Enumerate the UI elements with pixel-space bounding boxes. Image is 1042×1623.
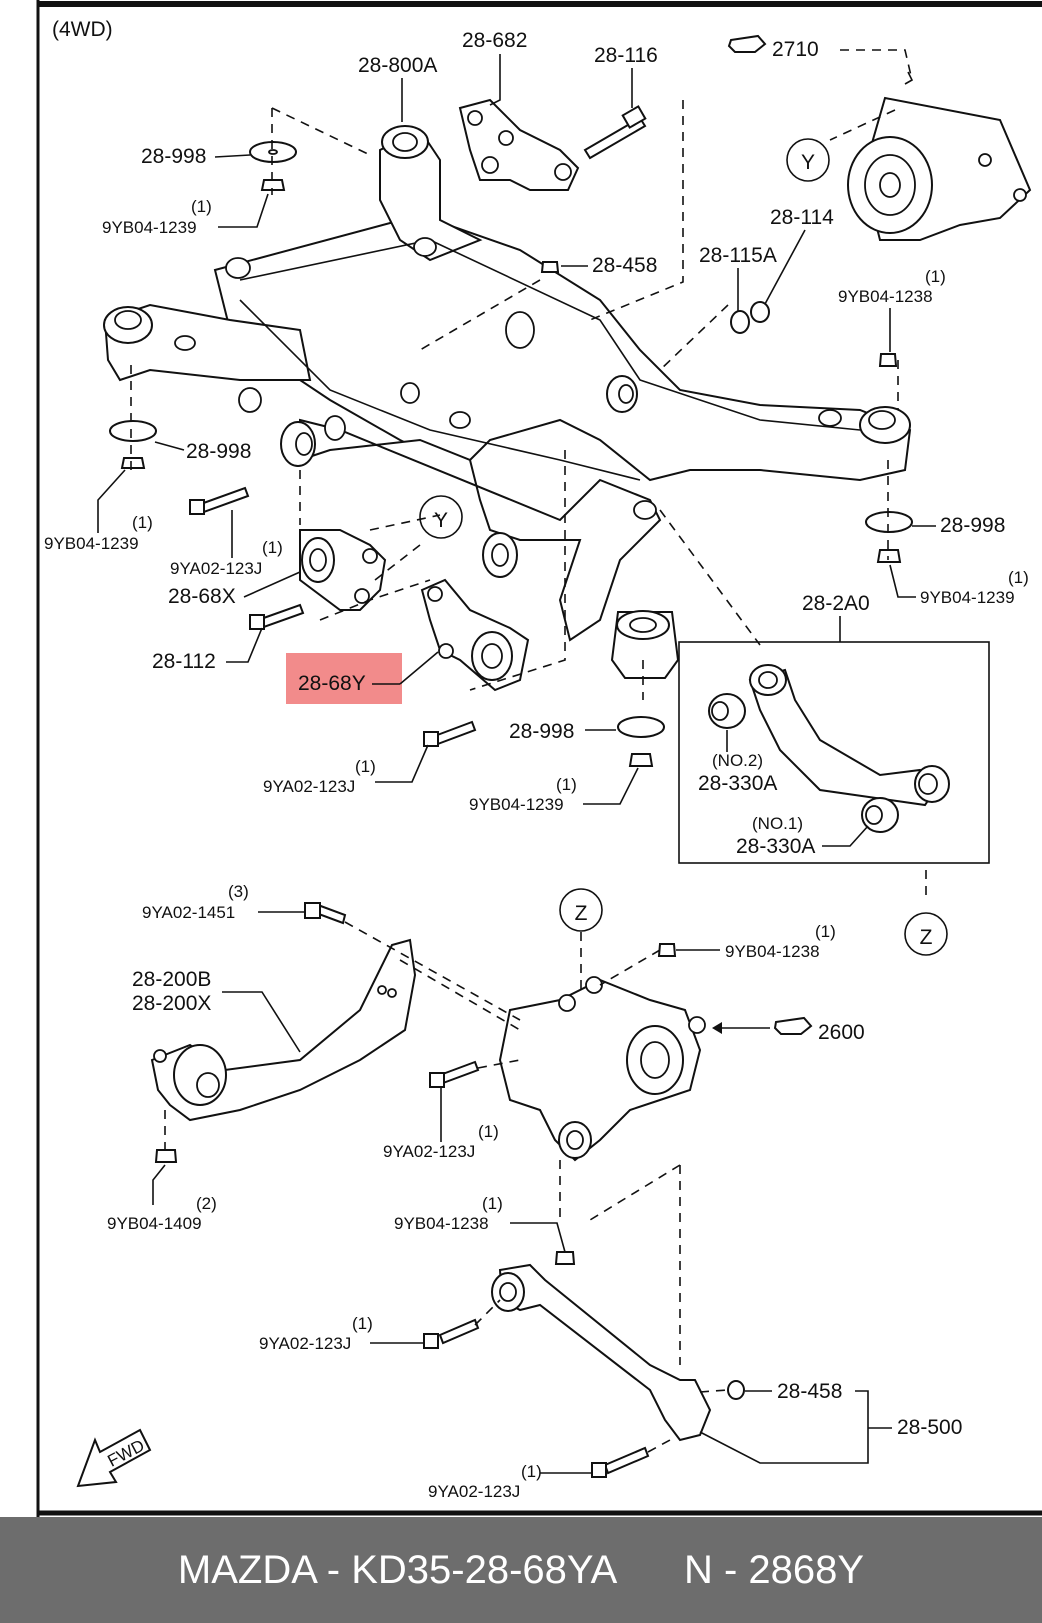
footer-n-code: N - 2868Y (684, 1547, 865, 1592)
pointing-hand-icon (727, 34, 767, 53)
qty-1-l: (1) (521, 1462, 542, 1481)
label-28-998-d: 28-998 (940, 514, 1005, 537)
washers-and-nuts (109, 141, 913, 767)
qty-1-d: (1) (262, 538, 283, 557)
label-28-682: 28-682 (462, 29, 527, 52)
label-28-998-a: 28-998 (141, 145, 206, 168)
label-28-68X: 28-68X (168, 585, 236, 608)
footer-part-number: MAZDA - KD35-28-68YA (177, 1547, 618, 1592)
label-9YB04-1409: 9YB04-1409 (107, 1214, 202, 1233)
ref-2600: 2600 (818, 1021, 865, 1044)
lower-arm-28-500 (491, 1263, 712, 1442)
label-28-116: 28-116 (594, 44, 658, 67)
qty-3: (3) (228, 882, 249, 901)
highlight-28-68Y (286, 653, 402, 704)
bracket-28-68Y (420, 578, 530, 692)
mount-bushing-lower (610, 610, 680, 679)
label-28-2A0: 28-2A0 (802, 592, 870, 615)
label-no1: (NO.1) (752, 814, 803, 833)
bushing-28-330A-no2 (708, 693, 746, 729)
qty-1-i: (1) (478, 1122, 499, 1141)
label-9YB04-1239-b: 9YB04-1239 (44, 534, 139, 553)
qty-1-j: (1) (482, 1194, 503, 1213)
qty-1-a: (1) (191, 197, 212, 216)
pointing-hand-icon (773, 1016, 813, 1035)
upper-dashed-leaders (130, 49, 913, 700)
label-28-998-c: 28-998 (509, 720, 574, 743)
fwd-arrow-icon: FWD (76, 1428, 152, 1488)
footer-bar: MAZDA - KD35-28-68YA N - 2868Y (0, 1517, 1042, 1623)
label-9YB04-1238-a: 9YB04-1238 (838, 287, 933, 306)
svg-text:Y: Y (801, 151, 815, 174)
bracket-28-682 (458, 98, 580, 191)
qty-1-g: (1) (556, 775, 577, 794)
parts-diagram: (4WD) (36, 0, 1042, 1517)
qty-1-e: (1) (355, 757, 376, 776)
variant-label: (4WD) (52, 18, 113, 41)
upper-arm-box (678, 641, 990, 864)
label-9YB04-1239-a: 9YB04-1239 (102, 218, 197, 237)
qty-1-b: (1) (925, 267, 946, 286)
bushing-28-330A-no1 (861, 797, 899, 833)
label-9YA02-123J-a: 9YA02-123J (170, 559, 262, 578)
label-28-112: 28-112 (152, 650, 216, 673)
svg-text:Z: Z (920, 926, 933, 949)
svg-text:Z: Z (575, 902, 588, 925)
differential-mount (847, 96, 1032, 241)
label-9YA02-123J-c: 9YA02-123J (383, 1142, 475, 1161)
label-28-200X: 28-200X (132, 992, 211, 1015)
label-28-458-b: 28-458 (777, 1380, 842, 1403)
label-28-458-a: 28-458 (592, 254, 657, 277)
ref-2710: 2710 (772, 38, 819, 61)
qty-1-c: (1) (132, 513, 153, 532)
footer-gap (617, 1548, 684, 1593)
label-28-200B: 28-200B (132, 968, 211, 991)
trailing-link-28-200B (150, 938, 417, 1122)
label-9YB04-1238-c: 9YB04-1238 (394, 1214, 489, 1233)
bolt-28-116 (583, 105, 647, 160)
rear-knuckle (498, 976, 706, 1162)
label-9YB04-1238-b: 9YB04-1238 (725, 942, 820, 961)
upper-arm-28-2A0 (748, 664, 950, 807)
label-no2: (NO.2) (712, 751, 763, 770)
label-28-114: 28-114 (770, 206, 834, 229)
label-28-500: 28-500 (897, 1416, 962, 1439)
lower-bolts (154, 902, 745, 1478)
label-28-68Y: 28-68Y (298, 672, 366, 695)
subframe-crossmember (103, 128, 912, 642)
view-y-upper: Y (786, 138, 830, 182)
lower-dashed-leaders (164, 71, 914, 1453)
bolts (189, 486, 477, 747)
view-z-knuckle: Z (559, 888, 603, 932)
label-9YA02-1451: 9YA02-1451 (142, 903, 235, 922)
subframe-bushings (103, 125, 911, 578)
label-9YB04-1239-c: 9YB04-1239 (469, 795, 564, 814)
label-28-330A-b: 28-330A (736, 835, 815, 858)
label-28-115A: 28-115A (699, 244, 777, 267)
label-28-998-b: 28-998 (186, 440, 251, 463)
label-9YA02-123J-b: 9YA02-123J (263, 777, 355, 796)
label-9YA02-123J-e: 9YA02-123J (428, 1482, 520, 1501)
bracket-28-68X (299, 529, 387, 611)
qty-1-f: (1) (1008, 568, 1029, 587)
label-28-800A: 28-800A (358, 54, 437, 77)
svg-text:Y: Y (434, 509, 448, 532)
label-9YA02-123J-d: 9YA02-123J (259, 1334, 351, 1353)
label-9YB04-1239-d: 9YB04-1239 (920, 588, 1015, 607)
qty-1-h: (1) (815, 922, 836, 941)
qty-2: (2) (196, 1194, 217, 1213)
label-28-330A-a: 28-330A (698, 772, 777, 795)
view-y-lower: Y (419, 495, 463, 539)
qty-1-k: (1) (352, 1314, 373, 1333)
view-z-right: Z (904, 912, 948, 956)
